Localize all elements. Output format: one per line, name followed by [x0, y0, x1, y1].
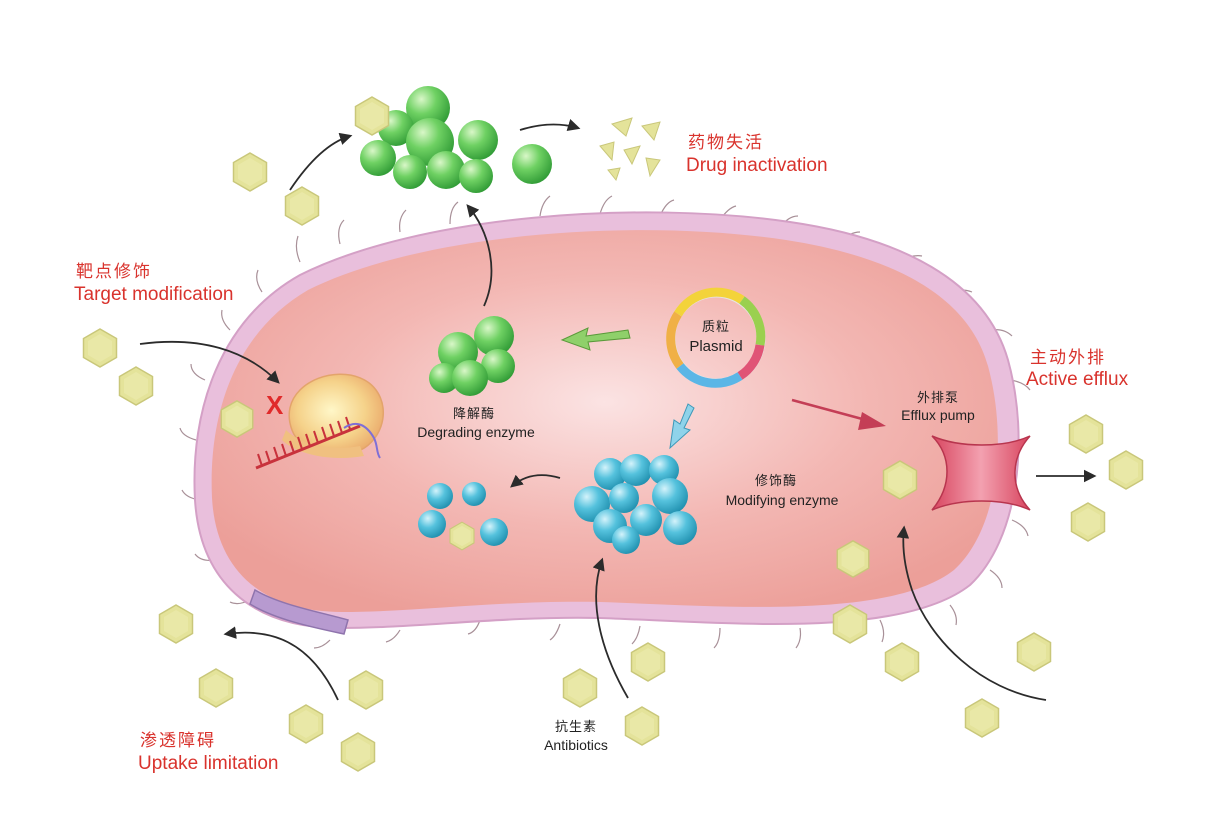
modifying-enzyme-zh: 修饰酶 [754, 474, 798, 489]
target-blocked-mark: X [266, 390, 284, 420]
antibiotics-en: Antibiotics [544, 737, 608, 753]
drug-inactivation-zh: 药物失活 [688, 133, 764, 153]
target-modification-zh: 靶点修饰 [76, 262, 152, 282]
target-site [282, 373, 385, 459]
active-efflux-en: Active efflux [1026, 369, 1129, 390]
modifying-enzyme-cluster [574, 454, 697, 554]
inactivated-drug-fragments [599, 117, 661, 182]
peptide-chain [343, 422, 381, 459]
plasmid-en: Plasmid [689, 338, 743, 355]
plasmid-zh: 质粒 [701, 320, 731, 335]
mrna-strand [255, 416, 361, 470]
modified-drug-cluster [418, 482, 508, 551]
plasmid-to-degrading-arrow [560, 327, 631, 351]
modifying-enzyme-en: Modifying enzyme [725, 492, 839, 508]
target-modification-en: Target modification [74, 284, 234, 305]
antibiotics-zh: 抗生素 [554, 720, 598, 735]
efflux-pump [931, 435, 1031, 511]
drug-inactivation-en: Drug inactivation [686, 155, 828, 176]
degrading-enzyme-en: Degrading enzyme [417, 424, 535, 440]
efflux-pump-en: Efflux pump [901, 407, 975, 423]
plasmid-to-pump-arrow [791, 398, 886, 430]
pathway-arrows [139, 119, 1097, 701]
degrading-enzyme-zh: 降解酶 [452, 407, 496, 422]
efflux-pump-zh: 外排泵 [916, 391, 960, 406]
plasmid-to-modifying-arrow [669, 403, 695, 450]
degrading-enzyme-cluster-outside [360, 86, 552, 193]
active-efflux-zh: 主动外排 [1030, 348, 1106, 368]
plasmid-ring [666, 287, 766, 388]
degrading-enzyme-inside [429, 316, 515, 396]
uptake-limitation-zh: 渗透障碍 [140, 731, 216, 751]
uptake-limitation-en: Uptake limitation [138, 753, 279, 774]
porin-channel [249, 588, 349, 635]
cell-cytoplasm [211, 230, 998, 612]
